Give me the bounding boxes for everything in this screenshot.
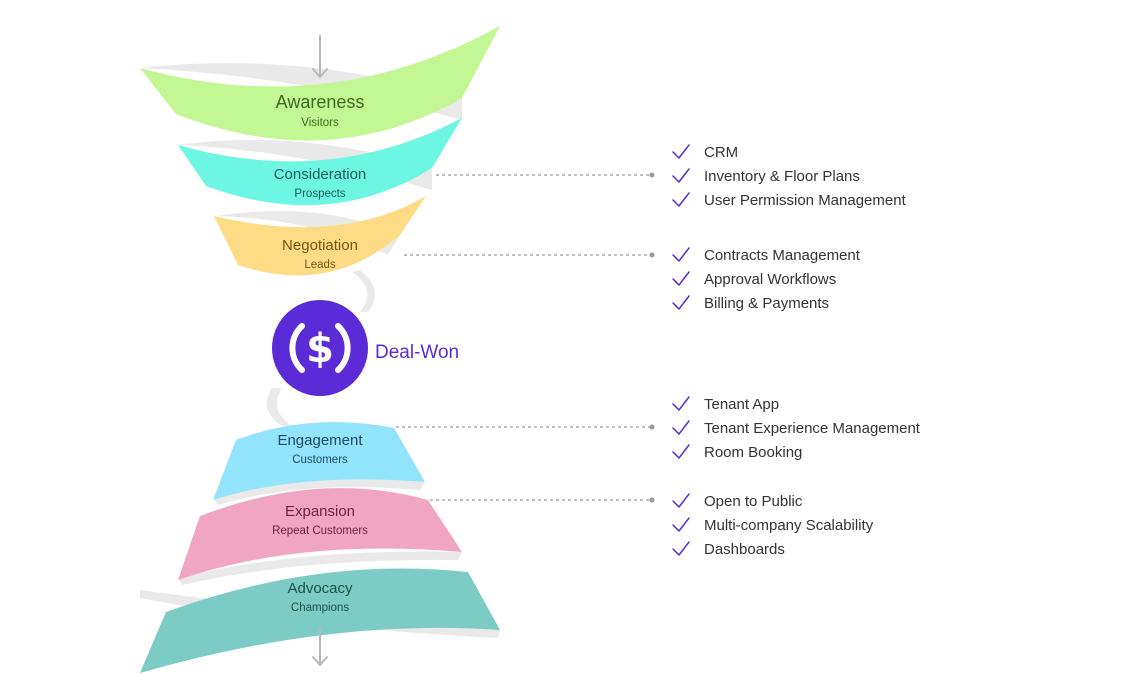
check-icon [672, 271, 690, 286]
arrow-down-icon [312, 35, 328, 78]
check-icon [672, 168, 690, 183]
feature-label: Multi-company Scalability [704, 517, 874, 534]
dollar-symbol: $ [306, 326, 334, 372]
stage-labels: Awareness Visitors Consideration Prospec… [272, 92, 368, 614]
feature-label: Approval Workflows [704, 271, 836, 288]
feature-label: Contracts Management [704, 247, 861, 264]
connector-dot [649, 497, 655, 503]
feature-label: Tenant Experience Management [704, 420, 921, 437]
connector-dot [649, 252, 655, 258]
feature-group-negotiation: Contracts Management Approval Workflows … [672, 247, 861, 312]
feature-item: Tenant Experience Management [672, 420, 921, 437]
feature-label: Billing & Payments [704, 295, 829, 312]
band-engagement [213, 422, 425, 500]
feature-label: Tenant App [704, 396, 779, 413]
stage-title: Advocacy [287, 580, 353, 597]
deal-won-label: Deal-Won [375, 342, 459, 363]
check-icon [672, 493, 690, 508]
feature-label: User Permission Management [704, 192, 907, 209]
feature-item: Inventory & Floor Plans [672, 168, 860, 185]
stage-title: Expansion [285, 503, 355, 520]
check-icon [672, 444, 690, 459]
band-negotiation [214, 196, 426, 276]
feature-item: Open to Public [672, 493, 803, 510]
back-expansion [178, 551, 462, 585]
check-icon [672, 420, 690, 435]
twist-lower [266, 388, 292, 426]
feature-item: Tenant App [672, 396, 779, 413]
band-consideration [178, 118, 462, 206]
feature-group-engagement: Tenant App Tenant Experience Management … [672, 396, 921, 461]
stage-subtitle: Leads [304, 259, 336, 271]
connector-dots [649, 172, 655, 503]
stage-subtitle: Repeat Customers [272, 525, 368, 537]
feature-group-expansion: Open to Public Multi-company Scalability… [672, 493, 874, 558]
feature-item: Dashboards [672, 541, 785, 558]
connector-dot [649, 172, 655, 178]
dollar-circle-icon: $ [272, 300, 368, 396]
funnel-bands [140, 26, 500, 673]
stage-subtitle: Visitors [301, 117, 339, 129]
feature-item: Room Booking [672, 444, 802, 461]
back-consideration [178, 139, 432, 190]
feature-item: Approval Workflows [672, 271, 836, 288]
connectors [396, 174, 650, 501]
check-icon [672, 295, 690, 310]
band-awareness [140, 26, 500, 141]
check-icon [672, 396, 690, 411]
stage-subtitle: Champions [291, 602, 349, 614]
stage-subtitle: Customers [292, 454, 348, 466]
check-icon [672, 517, 690, 532]
stage-title: Negotiation [282, 237, 358, 254]
feature-item: CRM [672, 144, 738, 161]
feature-item: User Permission Management [672, 192, 907, 209]
check-icon [672, 192, 690, 207]
back-engagement [213, 479, 425, 505]
feature-label: CRM [704, 144, 738, 161]
check-icon [672, 247, 690, 262]
check-icon [672, 144, 690, 159]
feature-label: Dashboards [704, 541, 785, 558]
deal-won-badge: $ Deal-Won [272, 300, 459, 396]
feature-label: Inventory & Floor Plans [704, 168, 860, 185]
feature-label: Room Booking [704, 444, 802, 461]
check-icon [672, 541, 690, 556]
stage-title: Awareness [276, 92, 365, 112]
stage-title: Engagement [277, 432, 363, 449]
back-negotiation [216, 210, 400, 255]
feature-lists: CRM Inventory & Floor Plans User Permiss… [672, 144, 921, 558]
feature-item: Billing & Payments [672, 295, 829, 312]
stage-subtitle: Prospects [294, 188, 345, 200]
connector-dot [649, 424, 655, 430]
arrow-down-icon [312, 627, 328, 666]
stage-title: Consideration [274, 166, 367, 183]
feature-label: Open to Public [704, 493, 803, 510]
feature-group-consideration: CRM Inventory & Floor Plans User Permiss… [672, 144, 907, 209]
feature-item: Contracts Management [672, 247, 861, 264]
band-expansion [178, 488, 462, 580]
band-advocacy [140, 568, 500, 673]
twist-upper [352, 270, 375, 312]
flow-arrows [312, 35, 328, 666]
feature-item: Multi-company Scalability [672, 517, 874, 534]
